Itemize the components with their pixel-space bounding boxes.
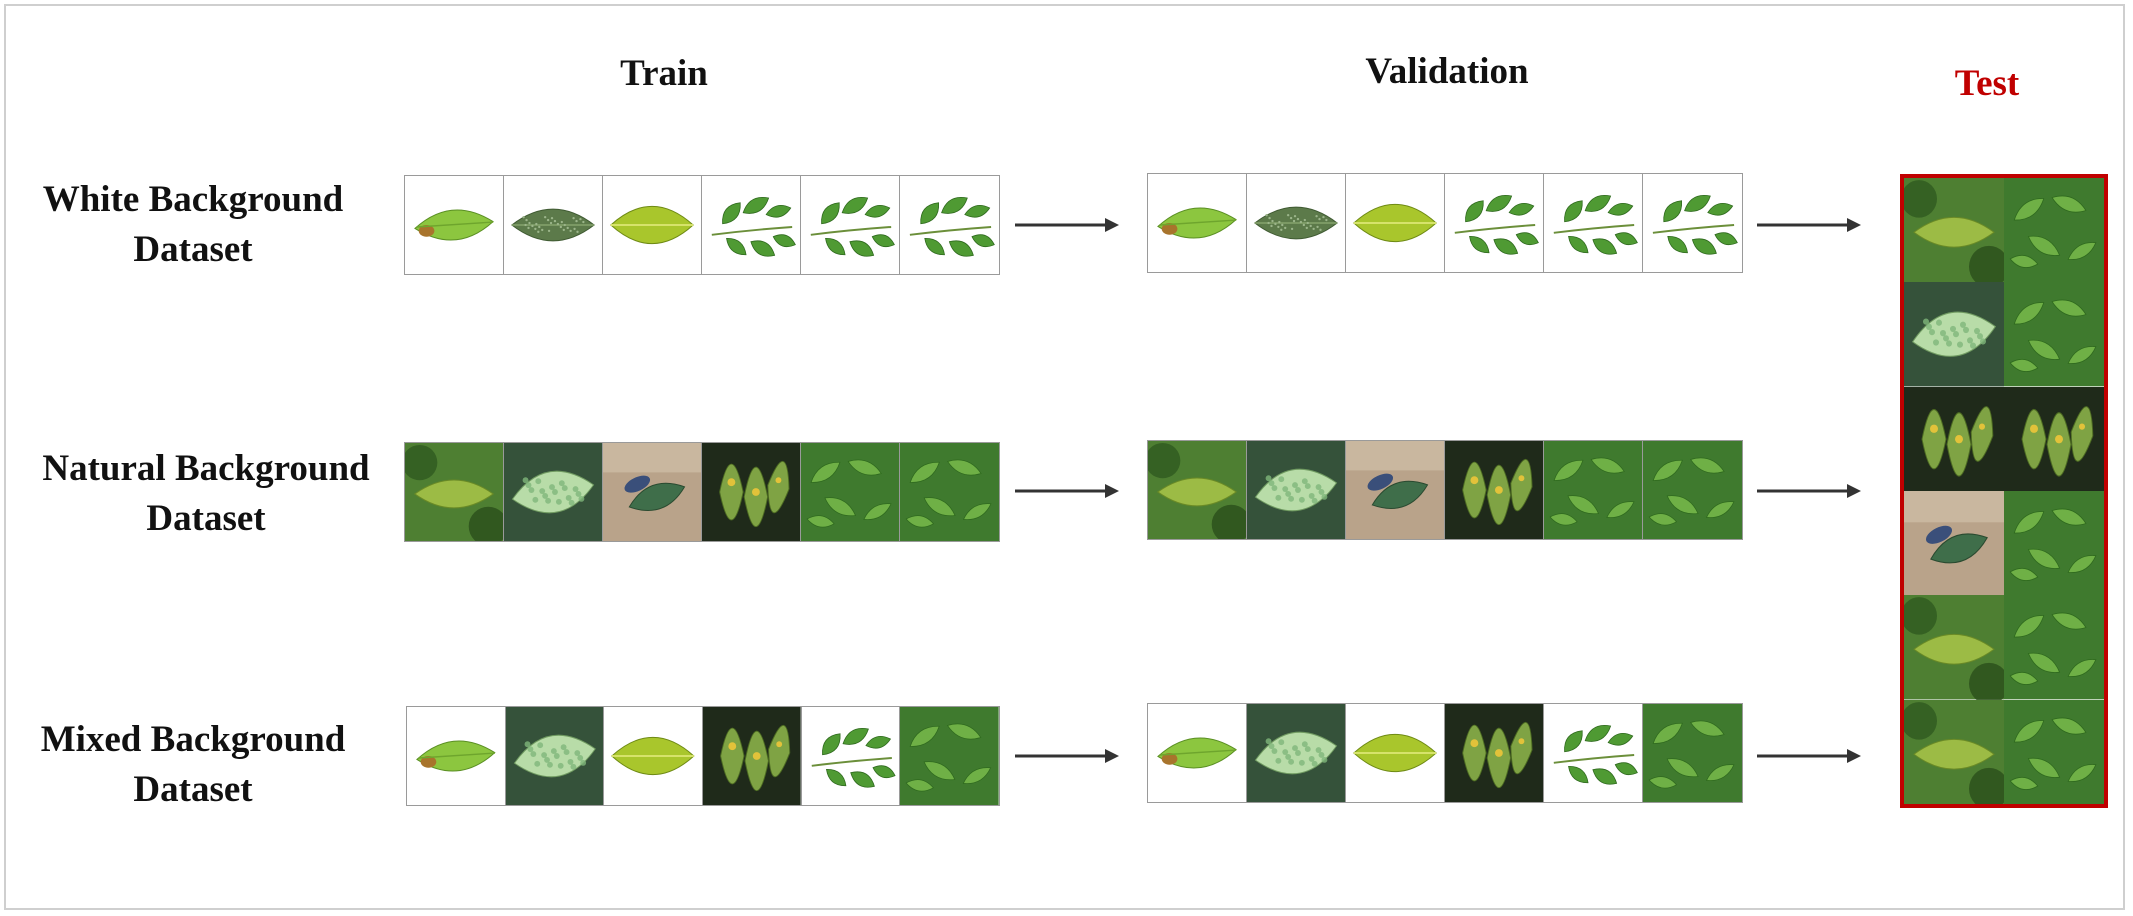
- arrow-validation-to-test-white: [1757, 215, 1862, 235]
- leaf-image-tile: [1544, 704, 1643, 802]
- leaf-image-tile: [1148, 704, 1247, 802]
- row-label-white-line1: White Background: [42, 179, 344, 220]
- row-label-natural: Natural Background Dataset: [6, 444, 406, 544]
- leaf-image-tile: [702, 176, 801, 274]
- figure-frame: [4, 4, 2125, 910]
- leaf-image-tile: [1544, 441, 1643, 539]
- train-strip-natural: [404, 442, 1000, 542]
- test-leaf-image-tile: [1904, 595, 2004, 700]
- row-label-natural-line2: Dataset: [146, 498, 266, 539]
- row-label-mixed: Mixed Background Dataset: [0, 715, 393, 815]
- test-leaf-image-tile: [2004, 386, 2104, 491]
- validation-strip-white: [1147, 173, 1743, 273]
- leaf-image-tile: [1247, 174, 1346, 272]
- test-leaf-image-tile: [2004, 282, 2104, 387]
- leaf-image-tile: [407, 707, 506, 805]
- arrow-validation-to-test-mixed: [1757, 746, 1862, 766]
- leaf-image-tile: [900, 443, 999, 541]
- arrow-train-to-validation-natural: [1015, 481, 1120, 501]
- train-strip-mixed: [406, 706, 1000, 806]
- test-leaf-image-tile: [2004, 491, 2104, 596]
- leaf-image-tile: [1148, 441, 1247, 539]
- validation-strip-mixed: [1147, 703, 1743, 803]
- leaf-image-tile: [504, 176, 603, 274]
- train-strip-white: [404, 175, 1000, 275]
- arrow-train-to-validation-mixed: [1015, 746, 1120, 766]
- validation-title: Validation: [1365, 51, 1529, 92]
- leaf-image-tile: [1643, 441, 1742, 539]
- leaf-image-tile: [1643, 704, 1742, 802]
- leaf-image-tile: [504, 443, 603, 541]
- validation-strip-natural: [1147, 440, 1743, 540]
- test-leaf-image-tile: [2004, 178, 2104, 283]
- test-leaf-image-tile: [2004, 595, 2104, 700]
- leaf-image-tile: [801, 176, 900, 274]
- leaf-image-tile: [900, 707, 1000, 805]
- test-leaf-image-tile: [1904, 491, 2004, 596]
- leaf-image-tile: [1346, 704, 1445, 802]
- row-label-mixed-line1: Mixed Background: [40, 719, 346, 760]
- leaf-image-tile: [1445, 174, 1544, 272]
- test-leaf-image-tile: [1904, 178, 2004, 283]
- leaf-image-tile: [505, 707, 605, 805]
- leaf-image-tile: [702, 443, 801, 541]
- test-leaf-image-tile: [1904, 386, 2004, 491]
- leaf-image-tile: [1445, 441, 1544, 539]
- leaf-image-tile: [1445, 704, 1544, 802]
- leaf-image-tile: [1346, 174, 1445, 272]
- train-title: Train: [620, 53, 708, 94]
- leaf-image-tile: [603, 443, 702, 541]
- leaf-image-tile: [1247, 441, 1346, 539]
- row-label-white: White Background Dataset: [0, 175, 393, 275]
- test-title: Test: [1954, 63, 2020, 104]
- test-leaf-image-tile: [1904, 282, 2004, 387]
- test-leaf-image-tile: [1904, 699, 2004, 804]
- row-label-white-line2: Dataset: [133, 229, 253, 270]
- leaf-image-tile: [604, 707, 704, 805]
- arrow-validation-to-test-natural: [1757, 481, 1862, 501]
- leaf-image-tile: [1346, 441, 1445, 539]
- leaf-image-tile: [1544, 174, 1643, 272]
- leaf-image-tile: [900, 176, 999, 274]
- row-label-natural-line1: Natural Background: [42, 448, 370, 489]
- leaf-image-tile: [1643, 174, 1742, 272]
- test-image-grid: [1900, 174, 2108, 808]
- leaf-image-tile: [801, 707, 901, 805]
- leaf-image-tile: [405, 443, 504, 541]
- leaf-image-tile: [1148, 174, 1247, 272]
- row-label-mixed-line2: Dataset: [133, 769, 253, 810]
- leaf-image-tile: [603, 176, 702, 274]
- arrow-train-to-validation-white: [1015, 215, 1120, 235]
- leaf-image-tile: [405, 176, 504, 274]
- leaf-image-tile: [801, 443, 900, 541]
- leaf-image-tile: [1247, 704, 1346, 802]
- test-leaf-image-tile: [2004, 699, 2104, 804]
- leaf-image-tile: [703, 707, 802, 805]
